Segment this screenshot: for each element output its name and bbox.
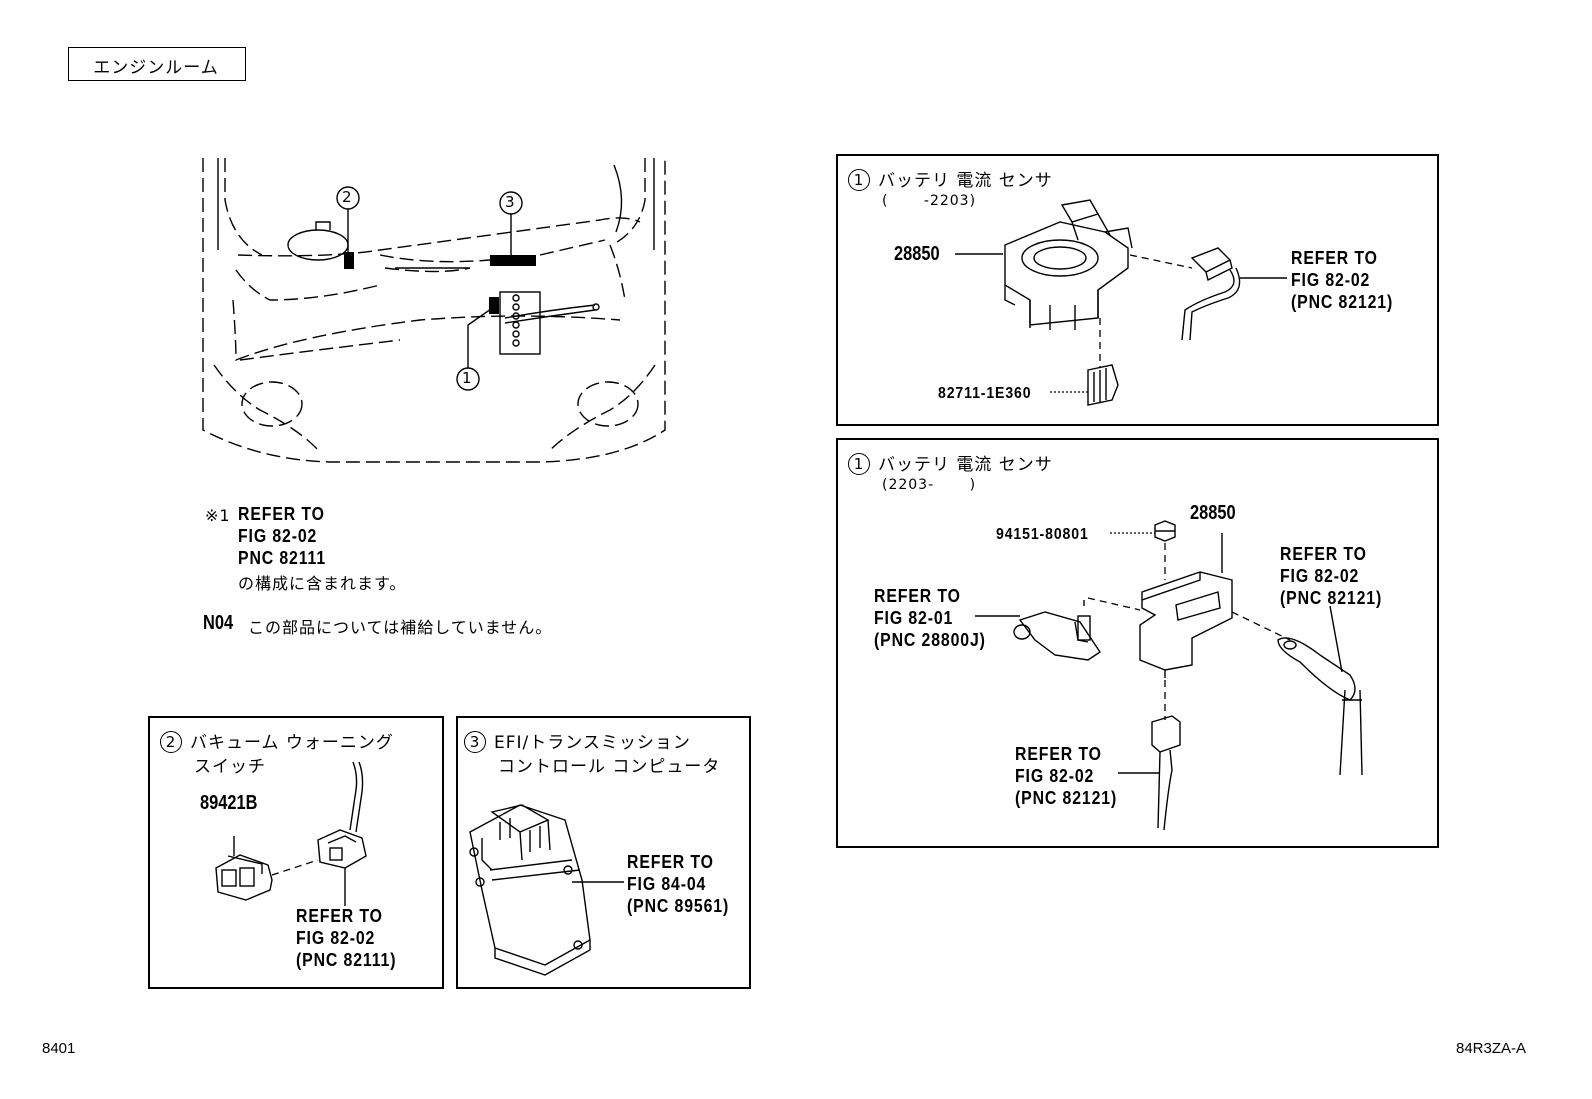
production-range: (2203- )	[882, 477, 977, 493]
refer-left-line-2: FIG 82-01	[874, 608, 954, 628]
panel-title-line-2: コントロール コンピュータ	[498, 757, 721, 777]
panel-title-text: バッテリ 電流 センサ	[878, 171, 1053, 191]
panel-ecu: 3 EFI/トランスミッション コントロール コンピュータ REFER TO FI…	[456, 716, 751, 989]
engine-room-label: エンジンルーム	[93, 58, 219, 78]
refer-right-line-2: FIG 82-02	[1280, 566, 1360, 586]
overview-callout-2: 2	[342, 188, 352, 206]
note2-code: N04	[203, 612, 234, 634]
refer-bottom-line-1: REFER TO	[1015, 744, 1102, 764]
engine-room-label-box: エンジンルーム	[68, 47, 246, 81]
callout-1-badge: 1	[848, 453, 870, 475]
refer-line-2: FIG 82-02	[296, 928, 376, 948]
refer-line-2: FIG 82-02	[1291, 270, 1371, 290]
panel-sensor-late-title: 1 バッテリ 電流 センサ	[848, 450, 1053, 475]
refer-bottom-line-3: (PNC 82121)	[1015, 788, 1118, 808]
part-number-28850: 28850	[894, 243, 940, 265]
refer-line-1: REFER TO	[296, 906, 383, 926]
production-range: ( -2203)	[882, 193, 977, 209]
panel-sensor-early-title: 1 バッテリ 電流 センサ	[848, 166, 1053, 191]
note1-line-4: の構成に含まれます。	[238, 574, 407, 593]
panel-vacuum-title: 2 バキューム ウォーニング	[160, 728, 394, 753]
refer-line-1: REFER TO	[1291, 248, 1378, 268]
callout-1-badge: 1	[848, 169, 870, 191]
note1-line-3: PNC 82111	[238, 548, 327, 568]
sensor-late-drawing	[975, 520, 1363, 831]
figure-code: 84R3ZA-A	[1456, 1040, 1527, 1057]
note1-line-2: FIG 82-02	[238, 526, 318, 546]
callout-2-badge: 2	[160, 731, 182, 753]
part-number-clip: 82711-1E360	[938, 385, 1032, 402]
refer-right-line-3: (PNC 82121)	[1280, 588, 1383, 608]
refer-line-3: (PNC 82121)	[1291, 292, 1394, 312]
panel-ecu-title: 3 EFI/トランスミッション	[464, 728, 691, 753]
refer-line-1: REFER TO	[627, 852, 714, 872]
panel-vacuum-switch: 2 バキューム ウォーニング スイッチ 89421B REFER TO FIG 8…	[148, 716, 444, 989]
vacuum-switch-drawing	[215, 761, 367, 906]
refer-left-line-1: REFER TO	[874, 586, 961, 606]
panel-title-line-2: スイッチ	[194, 757, 266, 777]
part-number-28850: 28850	[1190, 502, 1236, 524]
refer-line-3: (PNC 89561)	[627, 896, 730, 916]
overview-callout-3: 3	[505, 193, 515, 211]
note1-line-1: REFER TO	[238, 504, 325, 524]
note1-mark: ※1	[205, 506, 231, 525]
note2-text: この部品については補給していません。	[248, 618, 553, 637]
refer-left-line-3: (PNC 28800J)	[874, 630, 986, 650]
panel-title-line-1: バキューム ウォーニング	[190, 733, 394, 753]
ecu-drawing	[469, 804, 624, 976]
sensor-early-drawing	[955, 199, 1287, 406]
page-number: 8401	[42, 1040, 76, 1057]
part-number-nut: 94151-80801	[996, 526, 1089, 543]
engine-room-overview-drawing	[202, 158, 666, 463]
callout-3-badge: 3	[464, 731, 486, 753]
panel-title-text: バッテリ 電流 センサ	[878, 455, 1053, 475]
refer-line-3: (PNC 82111)	[296, 950, 397, 970]
panel-title-line-1: EFI/トランスミッション	[494, 733, 691, 753]
overview-callout-1: 1	[462, 369, 472, 387]
part-number-89421b: 89421B	[200, 792, 258, 814]
refer-right-line-1: REFER TO	[1280, 544, 1367, 564]
refer-line-2: FIG 84-04	[627, 874, 707, 894]
refer-bottom-line-2: FIG 82-02	[1015, 766, 1095, 786]
